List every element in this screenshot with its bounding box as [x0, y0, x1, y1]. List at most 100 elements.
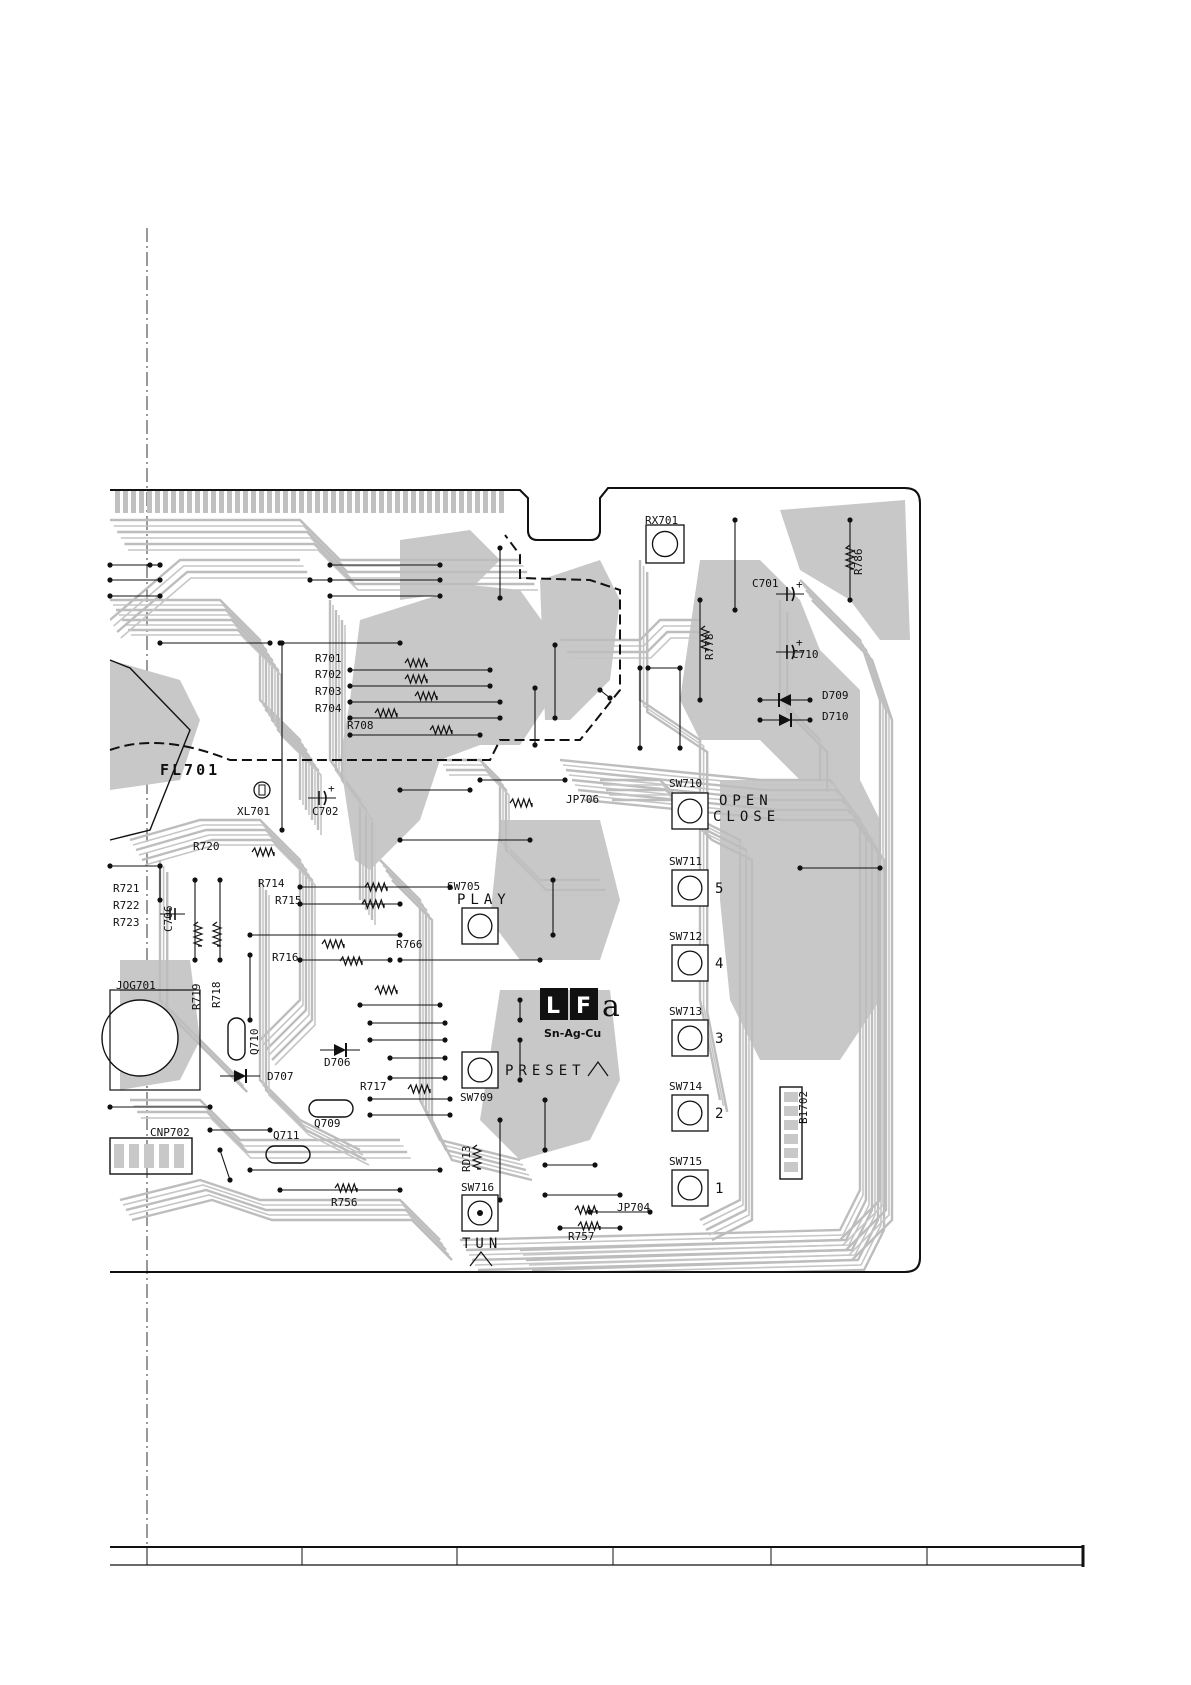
solder-pad-a-56: [542, 1162, 548, 1168]
d707-label: D707: [267, 1070, 294, 1083]
solder-pad-a-24: [732, 517, 738, 523]
trace-bundle-0-0: [110, 518, 520, 562]
solder-pad-b-22: [677, 745, 683, 751]
solder-pad-a-25: [847, 517, 853, 523]
sw710-switch-actuator: [677, 798, 703, 824]
solder-pad-b-29: [467, 787, 473, 793]
d709-diode: [765, 693, 805, 707]
solder-pad-a-17: [532, 685, 538, 691]
r714-label: R714: [258, 877, 285, 890]
r704-resistor: [374, 707, 398, 719]
trace-bundle-16-1: [262, 885, 364, 1156]
solder-pad-a-53: [277, 1187, 283, 1193]
logo-a: a: [602, 989, 620, 1024]
solder-pad-a-21: [645, 665, 651, 671]
b1702-pin-4: [784, 1148, 798, 1158]
q709-transistor: [308, 1099, 354, 1118]
c702-capacitor-plate-b: [323, 790, 327, 806]
solder-pad-a-30: [397, 837, 403, 843]
solder-pad-b-45: [442, 1055, 448, 1061]
sw705-label: SW705: [447, 880, 480, 893]
r722-label: R722: [113, 899, 140, 912]
solder-pad-b-59: [617, 1225, 623, 1231]
r721-label: R721: [113, 882, 140, 895]
r756-resistor: [334, 1182, 358, 1194]
q711-label: Q711: [273, 1129, 300, 1142]
play-legend: PLAY: [457, 892, 511, 908]
rx701-sensor-frame: [645, 524, 685, 564]
solder-pad-b-42: [437, 1002, 443, 1008]
n4-legend: 4: [715, 956, 728, 972]
solder-pad-b-53: [397, 1187, 403, 1193]
sw716-center-dot: [477, 1210, 483, 1216]
trace-bundle-5-0: [600, 778, 742, 1222]
cnp702-pin-2: [144, 1144, 154, 1168]
sw711-switch: [671, 869, 709, 907]
jp706-label: JP706: [566, 793, 599, 806]
solder-pad-a-39: [397, 957, 403, 963]
q709-label: Q709: [314, 1117, 341, 1130]
solder-pad-b-38: [387, 957, 393, 963]
sw714-switch-frame: [671, 1094, 709, 1132]
sw711-label: SW711: [669, 855, 702, 868]
jog701-encoder: [101, 999, 179, 1077]
solder-pad-a-7: [307, 577, 313, 583]
sw713-switch: [671, 1019, 709, 1057]
sw715-switch-actuator: [677, 1175, 703, 1201]
solder-pad-a-0: [107, 562, 113, 568]
trace-bundle-6-4: [531, 599, 894, 1272]
solder-pad-a-44: [367, 1037, 373, 1043]
trace-bundle-10-2: [137, 1110, 408, 1154]
sw709-switch-frame: [461, 1051, 499, 1089]
c701-capacitor-plus: +: [796, 578, 803, 591]
trace-bundle-3-0: [560, 618, 700, 642]
solder-pad-b-60: [877, 865, 883, 871]
sw713-switch-actuator: [677, 1025, 703, 1051]
sw705-switch: [461, 907, 499, 945]
solder-pad-b-58: [647, 1209, 653, 1215]
solder-pad-a-54: [497, 1117, 503, 1123]
trace-bundle-7-5: [144, 844, 316, 1066]
c702-capacitor-plus: +: [328, 782, 335, 795]
solder-pad-b-4: [437, 562, 443, 568]
solder-pad-a-19: [607, 695, 613, 701]
solder-pad-a-22: [677, 665, 683, 671]
c701-capacitor: +: [776, 578, 804, 602]
d707-diode-body: [234, 1070, 246, 1082]
solder-pad-a-35: [247, 932, 253, 938]
d710-label: D710: [822, 710, 849, 723]
trace-bundle-2-0: [110, 558, 300, 621]
solder-pad-b-3: [157, 562, 163, 568]
solder-pad-a-49: [207, 1127, 213, 1133]
trace-bundle-0-5: [128, 549, 538, 591]
r786-label: R786: [852, 549, 865, 576]
sw712-switch-frame: [671, 944, 709, 982]
solder-pad-a-29: [397, 787, 403, 793]
solder-pad-a-20: [637, 665, 643, 671]
solder-pad-b-19: [597, 687, 603, 693]
solder-pad-b-32: [157, 897, 163, 903]
sw711-switch-actuator: [677, 875, 703, 901]
r703-label: R703: [315, 685, 342, 698]
c702-capacitor: +: [308, 782, 336, 806]
solder-pad-a-51: [217, 1147, 223, 1153]
cnp702-pin-1: [129, 1144, 139, 1168]
solder-pad-a-59: [557, 1225, 563, 1231]
ground-plane-1: [340, 585, 550, 870]
trace-bundle-0-1: [113, 525, 524, 567]
n1-legend: 1: [715, 1181, 728, 1197]
sw715-label: SW715: [669, 1155, 702, 1168]
r717-label: R717: [360, 1080, 387, 1093]
sw710-switch-frame: [671, 792, 709, 830]
solder-pad-a-15: [347, 732, 353, 738]
sw714-switch-actuator: [677, 1100, 703, 1126]
trace-bundle-16-2: [264, 890, 367, 1162]
d706-label: D706: [324, 1056, 351, 1069]
ground-plane-3: [680, 560, 860, 780]
solder-pad-a-48: [367, 1112, 373, 1118]
trace-bundle-15-0: [158, 860, 241, 1081]
solder-pad-b-12: [487, 683, 493, 689]
c702-label: C702: [312, 805, 339, 818]
solder-pad-b-41: [247, 1017, 253, 1023]
